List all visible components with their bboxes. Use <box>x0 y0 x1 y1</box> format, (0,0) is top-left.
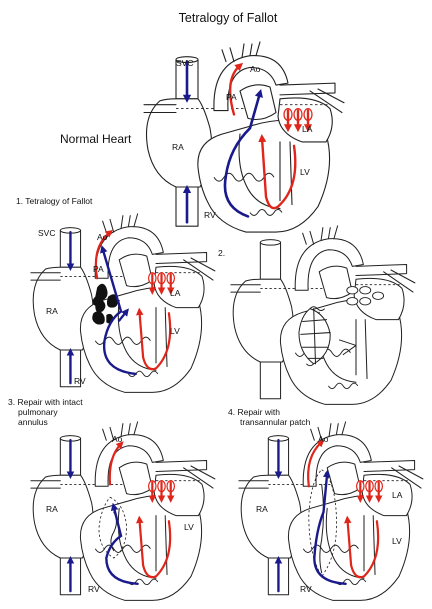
caption-repair-intact-1: 3. Repair with intact <box>8 397 83 407</box>
label-ao-intact: Ao <box>112 434 123 444</box>
label-lv-patch: LV <box>392 536 402 546</box>
diagram-title: Tetralogy of Fallot <box>179 11 278 25</box>
label-svc-tof: SVC <box>38 228 55 238</box>
label-ra-tof: RA <box>46 306 58 316</box>
label-ra-normal: RA <box>172 142 184 152</box>
caption-repair-patch-1: 4. Repair with <box>228 407 280 417</box>
caption-normal-heart: Normal Heart <box>60 132 132 146</box>
panel-normal-heart <box>143 41 345 233</box>
panel-surgical-view <box>230 225 416 405</box>
label-lv-intact: LV <box>184 522 194 532</box>
caption-repair-intact-2: pulmonary <box>18 407 58 417</box>
label-la-normal: LA <box>302 124 313 134</box>
label-rv-normal: RV <box>204 210 216 220</box>
caption-repair-patch-2: transannular patch <box>240 417 311 427</box>
panel-tetralogy <box>30 213 216 393</box>
label-rv-patch: RV <box>300 584 312 594</box>
label-pa-normal: PA <box>226 92 237 102</box>
label-ao-patch: Ao <box>318 434 329 444</box>
label-ra-intact: RA <box>46 504 58 514</box>
label-ao-tof: Ao <box>97 232 108 242</box>
label-lv-tof: LV <box>170 326 180 336</box>
caption-repair-intact-3: annulus <box>18 417 48 427</box>
label-rv-tof: RV <box>74 376 86 386</box>
label-rv-intact: RV <box>88 584 100 594</box>
infundibular-stenosis <box>92 283 118 313</box>
label-la-patch: LA <box>392 490 403 500</box>
label-svc-normal: SVC <box>176 58 193 68</box>
caption-panel-2: 2. <box>218 248 225 258</box>
label-lv-normal: LV <box>300 167 310 177</box>
panel-repair-transannular-patch <box>238 421 424 601</box>
label-pa-tof: PA <box>93 264 104 274</box>
label-ao-normal: Ao <box>250 64 261 74</box>
label-ra-patch: RA <box>256 504 268 514</box>
caption-tof: 1. Tetralogy of Fallot <box>16 196 93 206</box>
panel-repair-intact-annulus <box>30 421 216 601</box>
label-la-tof: LA <box>170 288 181 298</box>
